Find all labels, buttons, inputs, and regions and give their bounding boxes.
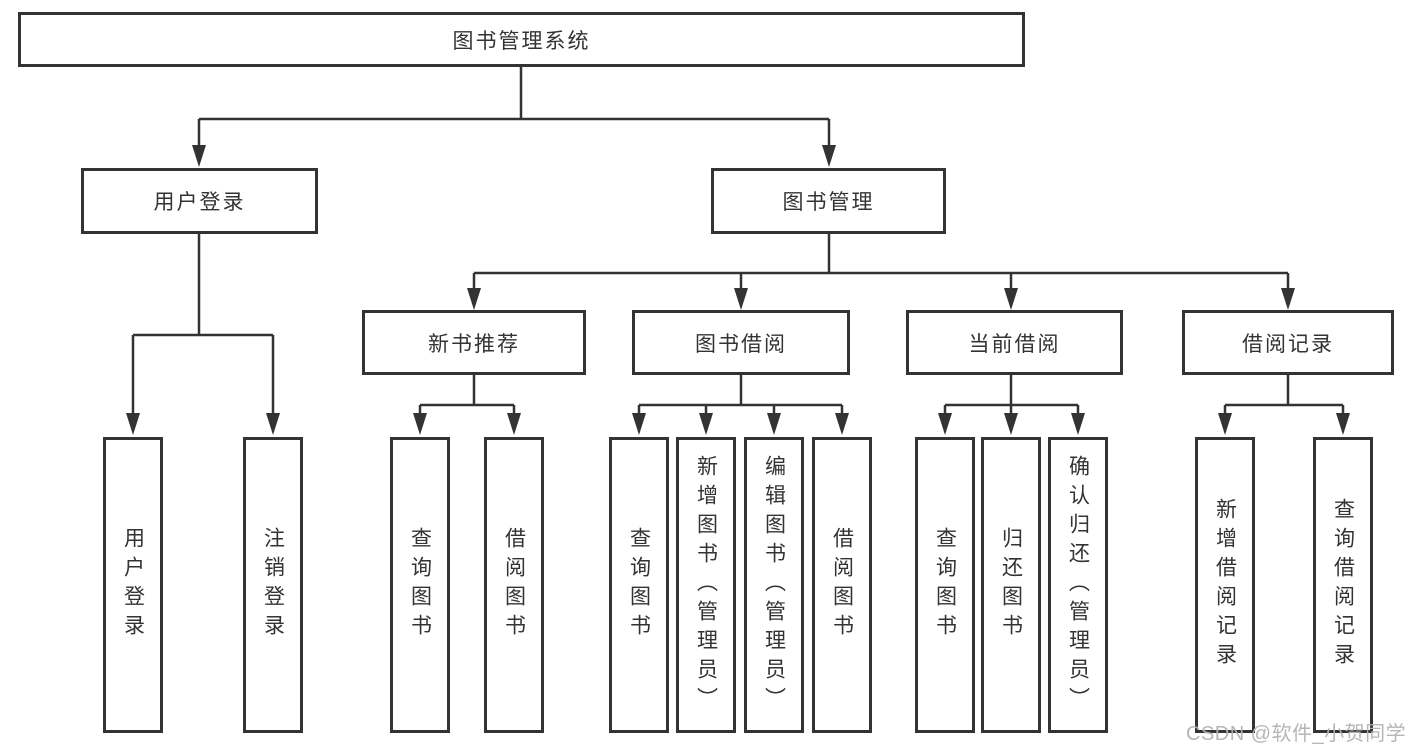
node-user-login: 用户登录 xyxy=(81,168,318,234)
node-current-borrow: 当前借阅 xyxy=(906,310,1123,375)
leaf-add-borrow-record-label: 新增借阅记录 xyxy=(1213,498,1237,672)
node-root-system: 图书管理系统 xyxy=(18,12,1025,67)
leaf-query-books-borrow: 查询图书 xyxy=(609,437,669,733)
csdn-watermark: CSDN @软件_小贺同学 xyxy=(1186,723,1405,745)
leaf-borrow-books-recommend: 借阅图书 xyxy=(484,437,544,733)
leaf-confirm-return-admin: 确认归还（管理员） xyxy=(1048,437,1108,733)
leaf-borrow-books-borrow-label: 借阅图书 xyxy=(830,527,854,643)
leaf-user-login: 用户登录 xyxy=(103,437,163,733)
node-new-book-recommend: 新书推荐 xyxy=(362,310,586,375)
node-user-login-label: 用户登录 xyxy=(153,191,246,214)
node-new-book-recommend-label: 新书推荐 xyxy=(428,332,520,356)
leaf-query-books-recommend: 查询图书 xyxy=(390,437,450,733)
node-book-management-label: 图书管理 xyxy=(782,191,875,214)
leaf-query-books-recommend-label: 查询图书 xyxy=(408,527,432,643)
leaf-edit-book-admin: 编辑图书（管理员） xyxy=(744,437,804,733)
leaf-query-borrow-record-label: 查询借阅记录 xyxy=(1331,498,1355,672)
leaf-user-login-label: 用户登录 xyxy=(121,527,145,643)
leaf-add-book-admin-label: 新增图书（管理员） xyxy=(694,454,718,716)
leaf-borrow-books-recommend-label: 借阅图书 xyxy=(502,527,526,643)
leaf-borrow-books-borrow: 借阅图书 xyxy=(812,437,872,733)
leaf-logout-label: 注销登录 xyxy=(261,527,285,643)
node-book-borrow: 图书借阅 xyxy=(632,310,850,375)
leaf-add-book-admin: 新增图书（管理员） xyxy=(676,437,736,733)
node-borrow-records: 借阅记录 xyxy=(1182,310,1394,375)
leaf-add-borrow-record: 新增借阅记录 xyxy=(1195,437,1255,733)
leaf-logout: 注销登录 xyxy=(243,437,303,733)
leaf-confirm-return-admin-label: 确认归还（管理员） xyxy=(1066,454,1090,716)
node-book-management: 图书管理 xyxy=(711,168,946,234)
leaf-query-books-borrow-label: 查询图书 xyxy=(627,527,651,643)
leaf-query-borrow-record: 查询借阅记录 xyxy=(1313,437,1373,733)
node-current-borrow-label: 当前借阅 xyxy=(968,332,1061,356)
node-book-borrow-label: 图书借阅 xyxy=(695,332,787,356)
arrowhead-icons xyxy=(126,145,1350,435)
leaf-query-books-current-label: 查询图书 xyxy=(933,527,957,643)
leaf-return-book-label: 归还图书 xyxy=(999,527,1023,643)
node-borrow-records-label: 借阅记录 xyxy=(1242,332,1334,356)
leaf-return-book: 归还图书 xyxy=(981,437,1041,733)
leaf-query-books-current: 查询图书 xyxy=(915,437,975,733)
node-root-label: 图书管理系统 xyxy=(452,29,591,53)
leaf-edit-book-admin-label: 编辑图书（管理员） xyxy=(762,454,786,716)
connector-lines xyxy=(131,67,1345,416)
